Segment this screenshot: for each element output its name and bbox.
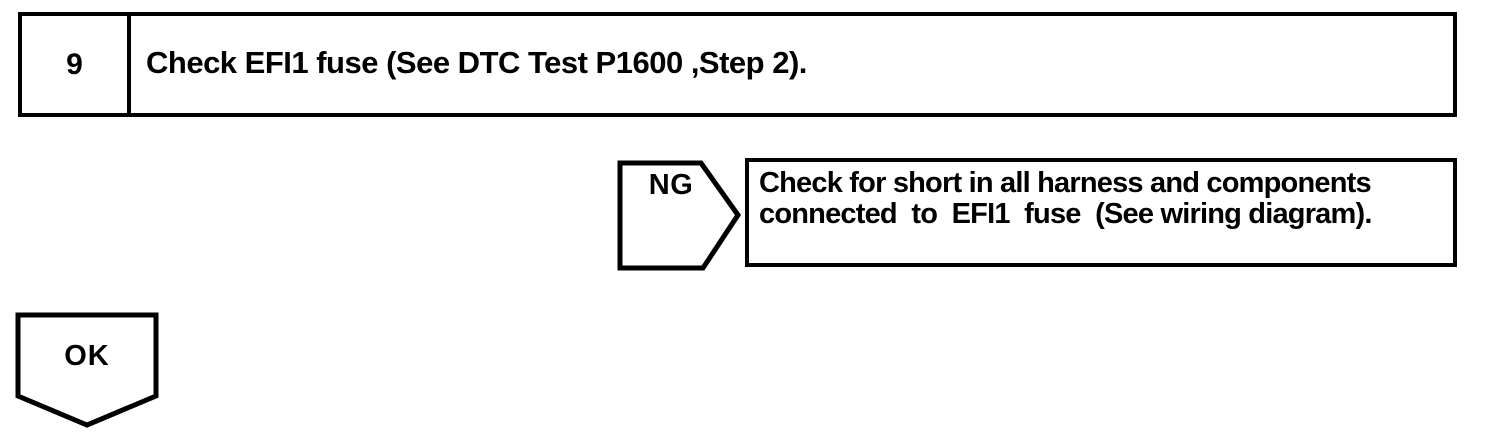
step-box: 9 Check EFI1 fuse (See DTC Test P1600 ,S… (18, 12, 1457, 117)
ng-action-box: Check for short in all harness and compo… (745, 158, 1457, 267)
ng-action-text: Check for short in all harness and compo… (759, 167, 1372, 230)
ok-branch-label: OK (64, 339, 110, 372)
ok-arrow-shape (15, 312, 159, 428)
ng-arrow-shape (617, 160, 741, 271)
step-number: 9 (22, 16, 131, 113)
ok-branch-arrow: OK (15, 312, 159, 428)
ng-branch-arrow: NG (617, 160, 741, 271)
ng-branch-label: NG (648, 169, 694, 201)
step-instruction: Check EFI1 fuse (See DTC Test P1600 ,Ste… (146, 44, 807, 80)
